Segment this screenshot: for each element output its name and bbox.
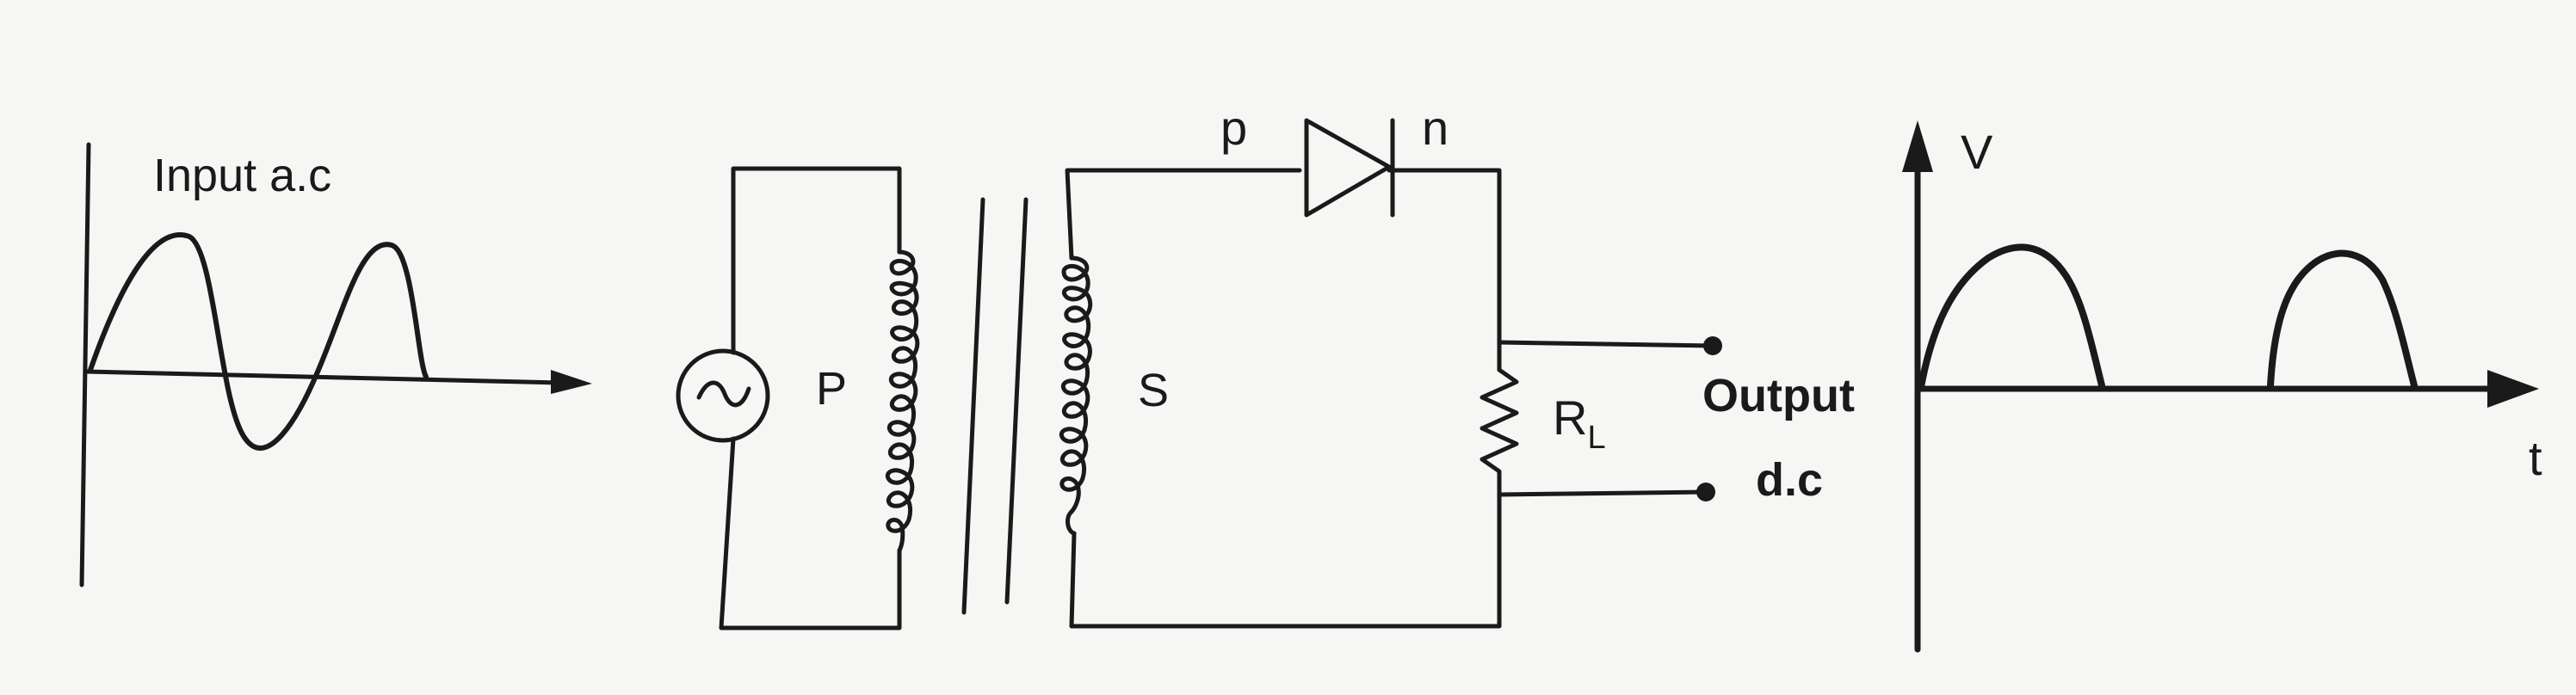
resistor-icon (1480, 367, 1519, 493)
output-half-wave-2 (2267, 249, 2418, 389)
secondary-wire-top (1065, 168, 1302, 261)
secondary-label: S (1138, 365, 1169, 416)
input-sine-wave (88, 232, 429, 451)
output-graph-x-arrowhead (2487, 370, 2539, 408)
diode-icon (1304, 118, 1392, 218)
primary-wire-bottom (719, 436, 902, 630)
output-graph-x-label: t (2529, 431, 2542, 485)
primary-coil-icon (885, 249, 920, 553)
diode-p-label: p (1220, 101, 1247, 155)
diode-to-load-wire (1387, 168, 1502, 372)
input-graph-y-axis (79, 142, 91, 587)
primary-label: P (816, 363, 847, 415)
ac-source-icon (676, 348, 770, 443)
output-graph-y-label: V (1961, 125, 1993, 179)
input-graph-x-axis (83, 369, 562, 385)
load-label: RL (1553, 391, 1606, 456)
output-graph-y-arrowhead (1902, 120, 1933, 172)
output-half-wave-1 (1918, 243, 2105, 391)
input-ac-graph: Input a.c (79, 142, 592, 587)
ac-source-tilde-icon (696, 380, 751, 408)
primary-wire (731, 166, 902, 355)
output-terminal-bottom (1696, 483, 1715, 501)
transformer-core-line-left (961, 197, 985, 615)
output-lead-bottom (1497, 489, 1708, 497)
load-subscript: L (1587, 420, 1605, 456)
diode-n-label: n (1422, 101, 1449, 155)
input-graph-x-arrowhead (551, 370, 592, 394)
rectifier-circuit: P S p n RL Output d.c (676, 101, 1855, 630)
secondary-coil-icon (1059, 255, 1093, 536)
secondary-wire-bottom (1069, 488, 1502, 629)
output-dc-graph: V t (1902, 120, 2542, 653)
output-lead-top (1497, 340, 1715, 348)
input-graph-label: Input a.c (153, 150, 331, 201)
output-label-line2: d.c (1756, 454, 1823, 506)
transformer-core-line-right (1004, 197, 1029, 605)
output-label-line1: Output (1702, 370, 1855, 421)
output-terminal-top (1703, 336, 1722, 355)
